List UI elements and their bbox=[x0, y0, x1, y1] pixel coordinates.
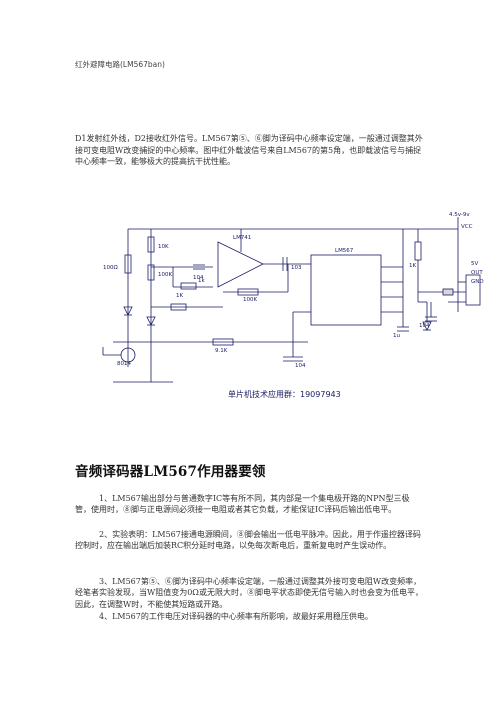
vcc-label: VCC bbox=[461, 224, 473, 230]
decoder-label: LM567 bbox=[335, 248, 354, 254]
resistor-1k-adj-label: 1K bbox=[176, 293, 183, 299]
cap-104-c-label: 104 bbox=[419, 323, 430, 329]
resistor-100k-left-label: 100K bbox=[158, 272, 172, 278]
cap-1u-label: 1u bbox=[393, 333, 400, 339]
document-title: 红外避障电路(LM567ban) bbox=[75, 60, 165, 69]
resistor-100-label: 100Ω bbox=[103, 265, 118, 271]
cap-103-label: 103 bbox=[291, 265, 302, 271]
cap-104-a-label: 104 bbox=[193, 275, 204, 281]
paragraph-4: 4、LM567的工作电压对译码器的中心频率有所影响，故最好采用稳压供电。 bbox=[99, 612, 373, 621]
connector-out: OUT bbox=[471, 270, 483, 276]
transistor-label: 8014 bbox=[117, 361, 131, 367]
paragraph-1: 1、LM567输出部分与普通数字IC等有所不同，其内部是一个集电极开路的NPN型… bbox=[75, 494, 410, 515]
resistor-1k-label: 1k bbox=[198, 278, 205, 284]
intro-paragraph: D1发射红外线，D2接收红外信号。LM567第⑤、⑥脚为译码中心频率设定端，一般… bbox=[75, 134, 423, 167]
resistor-9-1k-label: 9.1K bbox=[215, 348, 228, 354]
watermark-text: 单片机技术应用群：19097943 bbox=[228, 389, 341, 399]
paragraph-2: 2、实验表明：LM567接通电源瞬间，⑧脚会输出一低电平脉冲。因此，用于作遥控器… bbox=[75, 530, 421, 551]
section-heading: 音频译码器LM567作用器要领 bbox=[75, 464, 266, 480]
circuit-schematic: 4.5v-9v VCC LM741 LM567 100Ω 10K 100K 1K… bbox=[102, 212, 484, 399]
resistor-rk-label: 1K bbox=[409, 263, 416, 269]
connector-gnd: GND bbox=[471, 279, 484, 285]
paragraph-3: 3、LM567第⑤、⑥脚为译码中心频率设定端，一般通过调整其外接可变电阻W改变频… bbox=[75, 577, 423, 609]
connector-5v: 5V bbox=[471, 261, 478, 267]
resistor-100k-fb-label: 100K bbox=[243, 297, 257, 303]
opamp-label: LM741 bbox=[233, 235, 251, 241]
supply-label: 4.5v-9v bbox=[449, 212, 470, 218]
resistor-10k-label: 10K bbox=[158, 244, 169, 250]
cap-104-b-label: 104 bbox=[295, 363, 306, 369]
